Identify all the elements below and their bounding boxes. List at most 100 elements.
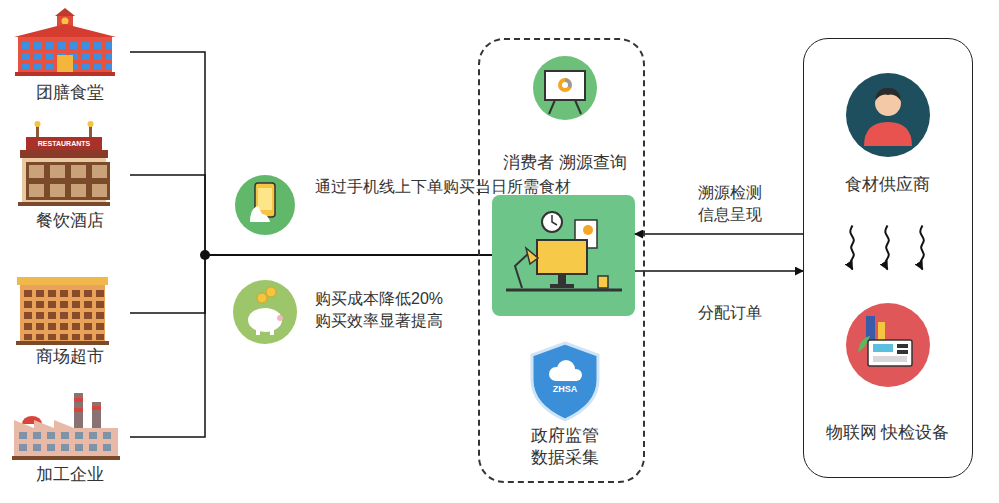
node-label: 食材供应商 (845, 174, 930, 196)
computer-desk-panel (550, 284, 574, 288)
restaurant-icon (20, 150, 108, 158)
factory-icon (14, 420, 118, 458)
shield-icon (532, 343, 598, 420)
canteen-icon (14, 24, 116, 37)
easel-icon (562, 82, 568, 88)
node-label: 消费者 溯源查询 (503, 152, 627, 174)
computer-desk-panel (558, 274, 566, 284)
piggy-icon (256, 329, 260, 335)
mall-icon (17, 277, 108, 285)
connector-line (635, 233, 803, 235)
mall-icon (22, 288, 104, 340)
supplier-icon (875, 88, 901, 101)
note-text: 通过手机线上下单购买当日所需食材 (315, 176, 439, 198)
sign-text: RESTAURANTS (26, 137, 102, 150)
platform-panel (492, 195, 635, 316)
edge-label: 溯源检测 信息呈现 (686, 182, 774, 226)
iot-device-icon (846, 303, 930, 387)
piggy-icon (257, 293, 267, 303)
iot-device-icon (897, 350, 908, 354)
icon-node: 食材供应商 (823, 68, 953, 200)
connector-line (130, 175, 492, 255)
factory-icon (92, 406, 101, 410)
factory-icon (74, 408, 83, 412)
computer-desk-panel (506, 289, 622, 292)
connector-line (635, 270, 803, 272)
canteen-icon (18, 37, 112, 73)
node-label: 物联网 快检设备 (826, 422, 950, 444)
node-label: 加工企业 (36, 464, 104, 486)
connector (850, 226, 924, 270)
connector-line (130, 255, 492, 437)
easel-icon (558, 78, 572, 92)
piggy-icon (233, 280, 297, 344)
shield-icon (555, 374, 577, 381)
easel-icon (549, 100, 555, 114)
factory-icon (12, 456, 120, 460)
mall-icon (20, 285, 105, 343)
phone-icon (250, 206, 270, 222)
supplier-icon (846, 73, 930, 157)
client-node: 团膳食堂 (10, 8, 130, 108)
edge-label: 分配订单 (686, 302, 774, 324)
piggy-icon (248, 308, 282, 332)
connector (130, 255, 492, 437)
supplier-icon (846, 73, 930, 157)
factory-icon (74, 398, 83, 402)
phone-icon (235, 175, 295, 235)
computer-desk-panel (542, 212, 562, 232)
piggy-icon (266, 287, 276, 297)
piggy-icon (270, 329, 274, 335)
supply-group: 食材供应商物联网 快检设备 (803, 38, 973, 478)
canteen-icon (14, 8, 116, 76)
computer-desk-panel (598, 276, 608, 288)
phone-icon (258, 188, 272, 210)
connector-line (920, 226, 924, 270)
supplier-icon (864, 122, 912, 146)
easel-icon (533, 56, 597, 120)
connector (130, 52, 492, 255)
connector-line (850, 226, 854, 270)
note-text: 购买成本降低20%购买效率显著提高 (315, 288, 439, 332)
restaurant-icon (88, 121, 94, 127)
restaurant-icon (26, 137, 102, 150)
node-label: 商场超市 (36, 346, 104, 368)
node-label: 餐饮酒店 (36, 210, 104, 232)
piggy-icon (277, 315, 283, 321)
phone-icon (235, 175, 295, 235)
computer-desk-panel (492, 195, 635, 316)
connector-line (885, 226, 889, 270)
canteen-icon (57, 55, 73, 73)
shield-text: ZHSA (540, 384, 590, 395)
mall-icon (16, 277, 109, 345)
connector (130, 175, 492, 255)
icon-node: 物联网 快检设备 (821, 298, 955, 448)
connector (635, 234, 803, 235)
factory-icon (12, 393, 120, 460)
canteen-icon (15, 72, 115, 76)
mall-icon (16, 341, 109, 345)
node-label: 政府监管 数据采集 (495, 425, 635, 469)
shield-icon (532, 343, 598, 420)
restaurant-icon (18, 202, 110, 206)
easel-icon (533, 56, 597, 120)
computer-desk-panel (552, 215, 557, 225)
client-node: 加工企业 (10, 390, 130, 490)
icon-node: 政府监管 数据采集 (495, 335, 635, 473)
iot-device-icon (846, 303, 930, 387)
iot-device-icon (873, 356, 907, 362)
factory-icon (74, 393, 83, 433)
restaurant-icon (26, 162, 110, 200)
iot-device-icon (897, 344, 908, 348)
computer-desk-panel (537, 240, 587, 274)
iot-device-icon (873, 344, 893, 352)
computer-desk-panel (526, 248, 538, 264)
canteen-icon (62, 18, 69, 25)
platform-group: 消费者 溯源查询政府监管 数据采集 (478, 38, 645, 483)
iot-device-icon (878, 322, 885, 342)
iot-device-icon (868, 340, 912, 366)
client-node: 商场超市 (10, 270, 130, 372)
piggy-icon (233, 280, 297, 344)
